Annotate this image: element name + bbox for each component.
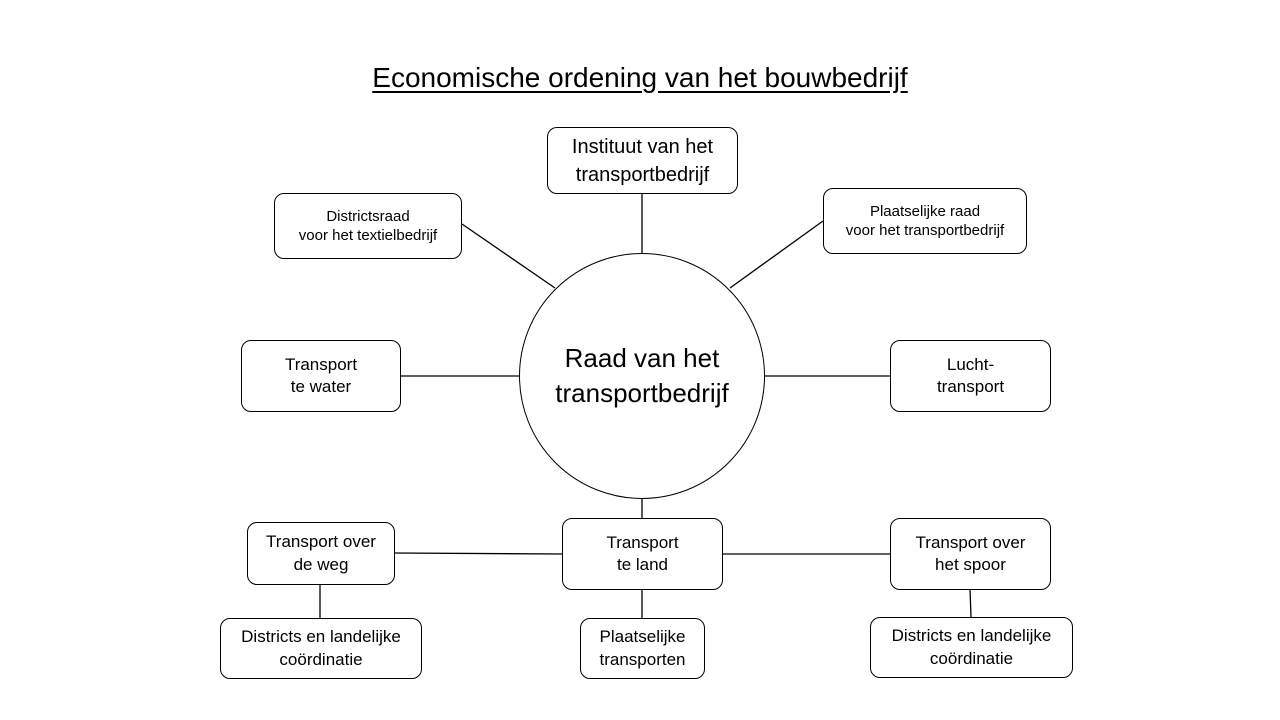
node-plaatselijke-raad: Plaatselijke raad voor het transportbedr…: [823, 188, 1027, 254]
node-plaatselijke-raad-line1: Plaatselijke raad: [869, 202, 981, 220]
connector-center-plaatselijke-raad: [729, 220, 824, 289]
node-coordinatie-spoor-line2: coördinatie: [929, 648, 1014, 668]
node-transport-spoor: Transport over het spoor: [890, 518, 1051, 590]
connector-spoor-coordinatie: [969, 588, 972, 618]
node-transport-land: Transport te land: [562, 518, 723, 590]
node-transport-water: Transport te water: [241, 340, 401, 412]
node-transport-land-line1: Transport: [606, 532, 679, 552]
node-plaatselijke-raad-line2: voor het transportbedrijf: [845, 222, 1005, 239]
node-districtsraad-line2: voor het textielbedrijf: [298, 227, 438, 244]
node-coordinatie-weg: Districts en landelijke coördinatie: [220, 618, 422, 679]
node-plaatselijke-transporten-line1: Plaatselijke: [599, 627, 686, 647]
node-coordinatie-spoor-line1: Districts en landelijke: [891, 626, 1052, 646]
node-coordinatie-weg-line2: coördinatie: [279, 649, 363, 669]
node-transport-water-line2: te water: [290, 377, 352, 396]
node-plaatselijke-transporten: Plaatselijke transporten: [580, 618, 705, 679]
node-coordinatie-spoor: Districts en landelijke coördinatie: [870, 617, 1073, 678]
diagram-title: Economische ordening van het bouwbedrijf: [372, 62, 908, 93]
node-transport-land-line2: te land: [616, 555, 669, 574]
node-districtsraad-line1: Districtsraad: [326, 207, 410, 225]
center-node-line1: Raad van het: [564, 342, 720, 373]
connector-land-weg: [393, 552, 563, 555]
node-instituut-line1: Instituut van het: [571, 135, 714, 158]
node-transport-weg-line1: Transport over: [266, 532, 376, 552]
node-lucht-transport-line2: transport: [936, 377, 1005, 396]
node-transport-spoor-line2: het spoor: [935, 555, 1006, 574]
node-plaatselijke-transporten-line2: transporten: [599, 649, 686, 669]
node-transport-water-line1: Transport: [284, 354, 358, 374]
node-transport-weg: Transport over de weg: [247, 522, 395, 585]
node-districtsraad: Districtsraad voor het textielbedrijf: [274, 193, 462, 259]
node-transport-weg-line2: de weg: [293, 554, 349, 574]
node-coordinatie-weg-line1: Districts en landelijke: [241, 627, 401, 647]
node-lucht-transport: Lucht- transport: [890, 340, 1051, 412]
node-lucht-transport-line1: Lucht-: [946, 354, 995, 374]
center-node-line2: transportbedrijf: [555, 378, 729, 408]
node-instituut-line2: transportbedrijf: [575, 163, 710, 186]
center-node: Raad van het transportbedrijf: [519, 253, 765, 499]
node-instituut: Instituut van het transportbedrijf: [547, 127, 738, 194]
connector-center-districtsraad: [461, 223, 556, 289]
node-transport-spoor-line1: Transport over: [915, 532, 1026, 552]
